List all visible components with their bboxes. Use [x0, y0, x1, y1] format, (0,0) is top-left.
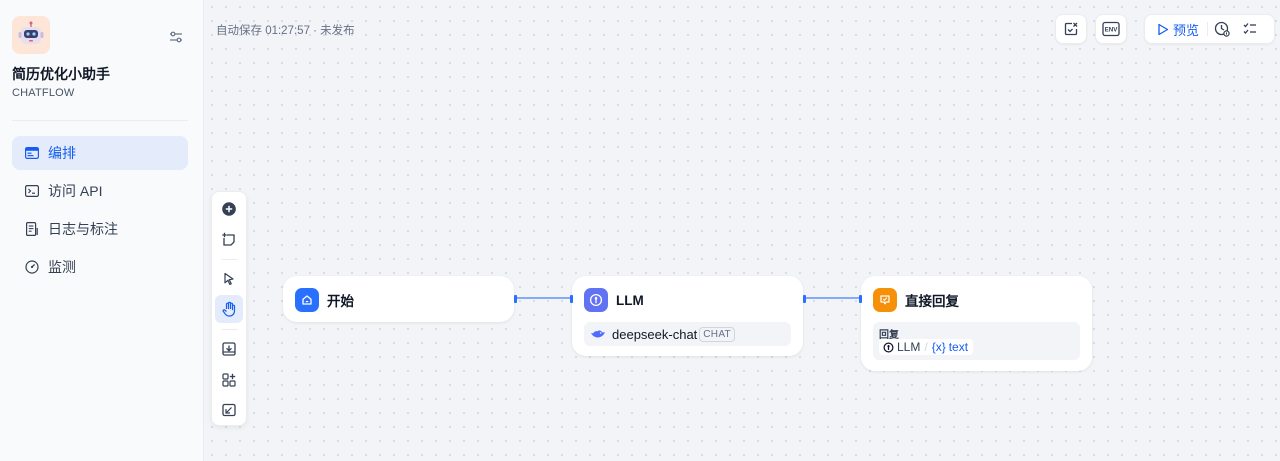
grid-plus-icon — [222, 373, 236, 387]
node-title: 开始 — [327, 294, 354, 309]
document-icon — [24, 221, 40, 237]
node-header: 开始 — [295, 288, 354, 312]
app-settings-button[interactable] — [166, 27, 186, 47]
add-node-button[interactable] — [215, 195, 243, 223]
model-selector[interactable]: deepseek-chat CHAT — [584, 322, 791, 346]
node-title: 直接回复 — [905, 294, 959, 309]
preview-button[interactable]: 预览 — [1145, 15, 1207, 43]
sidebar-divider — [12, 120, 188, 121]
dashboard-icon — [24, 259, 40, 275]
checklist-button[interactable] — [1236, 15, 1264, 43]
organize-nodes-button[interactable] — [215, 366, 243, 394]
hand-mode-button[interactable] — [215, 295, 243, 323]
sliders-icon — [170, 31, 182, 43]
pointer-mode-button[interactable] — [215, 265, 243, 293]
checklist-x-icon — [1064, 22, 1078, 36]
app-name: 简历优化小助手 — [12, 66, 110, 82]
edge-layer — [517, 297, 860, 299]
note-add-icon — [222, 232, 235, 246]
play-icon — [1157, 23, 1169, 36]
minimap-icon — [222, 403, 236, 417]
env-icon-label: ENV — [1105, 27, 1119, 34]
node-output-handle[interactable] — [803, 295, 806, 303]
model-mode-badge: CHAT — [699, 326, 735, 342]
llm-brain-icon — [584, 288, 608, 312]
deepseek-whale-icon — [591, 330, 605, 338]
model-name: deepseek-chat — [612, 326, 698, 342]
terminal-icon — [24, 183, 40, 199]
node-input-handle[interactable] — [570, 295, 573, 303]
answer-content-box: 回复 LLM / {x} text — [873, 322, 1080, 360]
header-action-group: 预览 — [1144, 14, 1275, 44]
add-note-button[interactable] — [215, 226, 243, 254]
robot-emoji-icon — [18, 21, 44, 44]
export-image-button[interactable] — [215, 335, 243, 363]
hand-icon — [222, 301, 236, 317]
sidebar-item-api[interactable]: 访问 API — [12, 174, 188, 208]
app-sidebar: 简历优化小助手 CHATFLOW 编排 访问 API 日志与标注 监测 — [0, 0, 204, 461]
minimap-button[interactable] — [215, 396, 243, 424]
node-answer[interactable]: 直接回复 回复 LLM / {x} text — [859, 276, 1092, 371]
plus-circle-icon — [222, 202, 236, 216]
sidebar-item-label: 编排 — [48, 145, 76, 161]
preview-label: 预览 — [1173, 22, 1200, 38]
run-history-button[interactable] — [1208, 15, 1236, 43]
toolbar-divider — [1207, 22, 1209, 36]
env-icon: ENV — [1102, 21, 1120, 37]
variable-source-node: LLM — [897, 340, 921, 354]
workflow-canvas[interactable]: 自动保存 01:27:57 · 未发布 ENV 预览 — [205, 0, 1280, 461]
node-start[interactable]: 开始 — [283, 276, 517, 322]
cursor-icon — [224, 272, 234, 285]
sidebar-item-orchestrate[interactable]: 编排 — [12, 136, 188, 170]
sidebar-nav: 编排 访问 API 日志与标注 监测 — [12, 136, 188, 288]
node-output-handle[interactable] — [514, 295, 517, 303]
canvas-toolbar — [211, 191, 247, 426]
node-title: LLM — [616, 292, 644, 308]
node-header: 直接回复 — [873, 288, 959, 312]
answer-reply-icon — [873, 288, 897, 312]
variable-separator: / — [924, 340, 928, 354]
variable-prefix: {x} — [931, 340, 946, 354]
variable-name: text — [948, 340, 969, 354]
sidebar-item-label: 访问 API — [48, 183, 103, 199]
app-icon — [12, 16, 50, 54]
node-input-handle[interactable] — [859, 295, 862, 303]
checklist-icon — [1243, 23, 1257, 34]
checklist-toggle-button[interactable] — [1055, 14, 1087, 44]
toolbar-divider — [222, 259, 238, 260]
llm-brain-icon — [883, 341, 894, 353]
app-mode: CHATFLOW — [12, 87, 75, 99]
node-llm[interactable]: LLM deepseek-chat CHAT — [570, 276, 806, 356]
autosave-status: 自动保存 01:27:57 · 未发布 — [216, 25, 355, 37]
clock-history-icon — [1214, 21, 1230, 37]
sidebar-item-label: 监测 — [48, 259, 76, 275]
home-icon — [295, 288, 319, 312]
download-box-icon — [222, 342, 236, 356]
variable-reference[interactable]: LLM / {x} text — [879, 339, 974, 355]
toolbar-divider — [222, 329, 238, 330]
answer-field-label: 回复 — [879, 330, 899, 341]
workflow-icon — [24, 145, 40, 161]
sidebar-item-monitor[interactable]: 监测 — [12, 250, 188, 284]
env-button[interactable]: ENV — [1095, 14, 1127, 44]
sidebar-item-logs[interactable]: 日志与标注 — [12, 212, 188, 246]
node-header: LLM — [584, 288, 644, 312]
sidebar-item-label: 日志与标注 — [48, 221, 118, 237]
